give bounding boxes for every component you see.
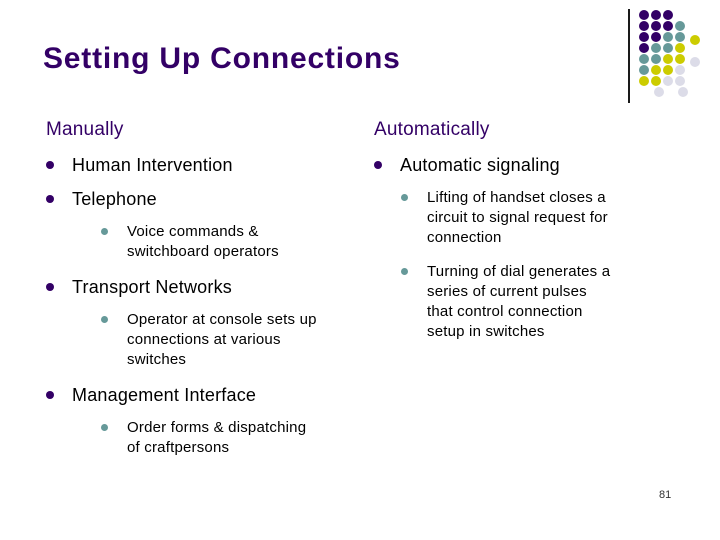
decoration-dot — [663, 54, 673, 64]
decoration-dot — [651, 10, 661, 20]
decoration-dot — [651, 76, 661, 86]
bullet-item: Automatic signaling — [374, 154, 694, 176]
bullet-item: Lifting of handset closes a circuit to s… — [401, 188, 694, 248]
decoration-dot — [651, 21, 661, 31]
bullet-item: Transport Networks — [46, 276, 358, 298]
decoration-dot — [639, 76, 649, 86]
bullet-item: Order forms & dispatching of craftperson… — [101, 418, 358, 458]
bullet-item-text: Voice commands & switchboard operators — [127, 223, 279, 260]
decoration-dot — [663, 43, 673, 53]
decoration-dot — [663, 32, 673, 42]
decoration-dot — [639, 43, 649, 53]
decoration-dot — [639, 10, 649, 20]
slide-title: Setting Up Connections — [43, 42, 401, 75]
bullet-level1-icon — [374, 161, 382, 169]
bullet-item-text: Human Intervention — [72, 155, 233, 175]
bullet-item-text: Telephone — [72, 189, 157, 209]
bullet-item: Turning of dial generates a series of cu… — [401, 262, 694, 342]
decoration-dot — [639, 54, 649, 64]
bullet-level2-icon — [401, 194, 408, 201]
bullet-level2-icon — [401, 268, 408, 275]
bullet-level1-icon — [46, 195, 54, 203]
decoration-dot — [663, 21, 673, 31]
decoration-vertical-line — [628, 9, 630, 103]
decoration-dot — [690, 57, 700, 67]
bullet-level1-icon — [46, 161, 54, 169]
decoration-dot — [654, 87, 664, 97]
decoration-dot — [675, 32, 685, 42]
bullet-item: Operator at console sets up connections … — [101, 310, 358, 370]
column-heading-manually: Manually — [46, 119, 124, 140]
bullet-item: Management Interface — [46, 384, 358, 406]
decoration-dot — [675, 43, 685, 53]
decoration-dot — [639, 65, 649, 75]
bullet-item: Voice commands & switchboard operators — [101, 222, 358, 262]
bullet-level1-icon — [46, 391, 54, 399]
decoration-dot — [639, 21, 649, 31]
decoration-dot — [639, 32, 649, 42]
decoration-dot — [663, 76, 673, 86]
decoration-dot — [651, 32, 661, 42]
bullet-item-text: Turning of dial generates a series of cu… — [427, 263, 611, 340]
bullet-item-text: Lifting of handset closes a circuit to s… — [427, 189, 608, 246]
bullet-item-text: Management Interface — [72, 385, 257, 405]
decoration-dot — [651, 43, 661, 53]
bullet-level2-icon — [101, 316, 108, 323]
bullet-item-text: Transport Networks — [72, 277, 232, 297]
page-number: 81 — [659, 489, 672, 501]
bullet-item-text: Automatic signaling — [400, 155, 560, 175]
bullet-item-text: Order forms & dispatching of craftperson… — [127, 419, 307, 456]
bullet-level2-icon — [101, 424, 108, 431]
decoration-dot — [690, 35, 700, 45]
decoration-dot — [675, 54, 685, 64]
column-heading-automatically: Automatically — [374, 119, 490, 140]
bullet-level2-icon — [101, 228, 108, 235]
decoration-dot — [678, 87, 688, 97]
bullet-level1-icon — [46, 283, 54, 291]
bullet-item: Telephone — [46, 188, 358, 210]
decoration-dot — [651, 54, 661, 64]
decoration-dot — [663, 65, 673, 75]
decoration-dot — [675, 65, 685, 75]
decoration-dot — [663, 10, 673, 20]
bullet-item: Human Intervention — [46, 154, 358, 176]
decoration-dot — [651, 65, 661, 75]
bullet-item-text: Operator at console sets up connections … — [127, 311, 317, 368]
decoration-dot — [675, 76, 685, 86]
decoration-dot — [675, 21, 685, 31]
